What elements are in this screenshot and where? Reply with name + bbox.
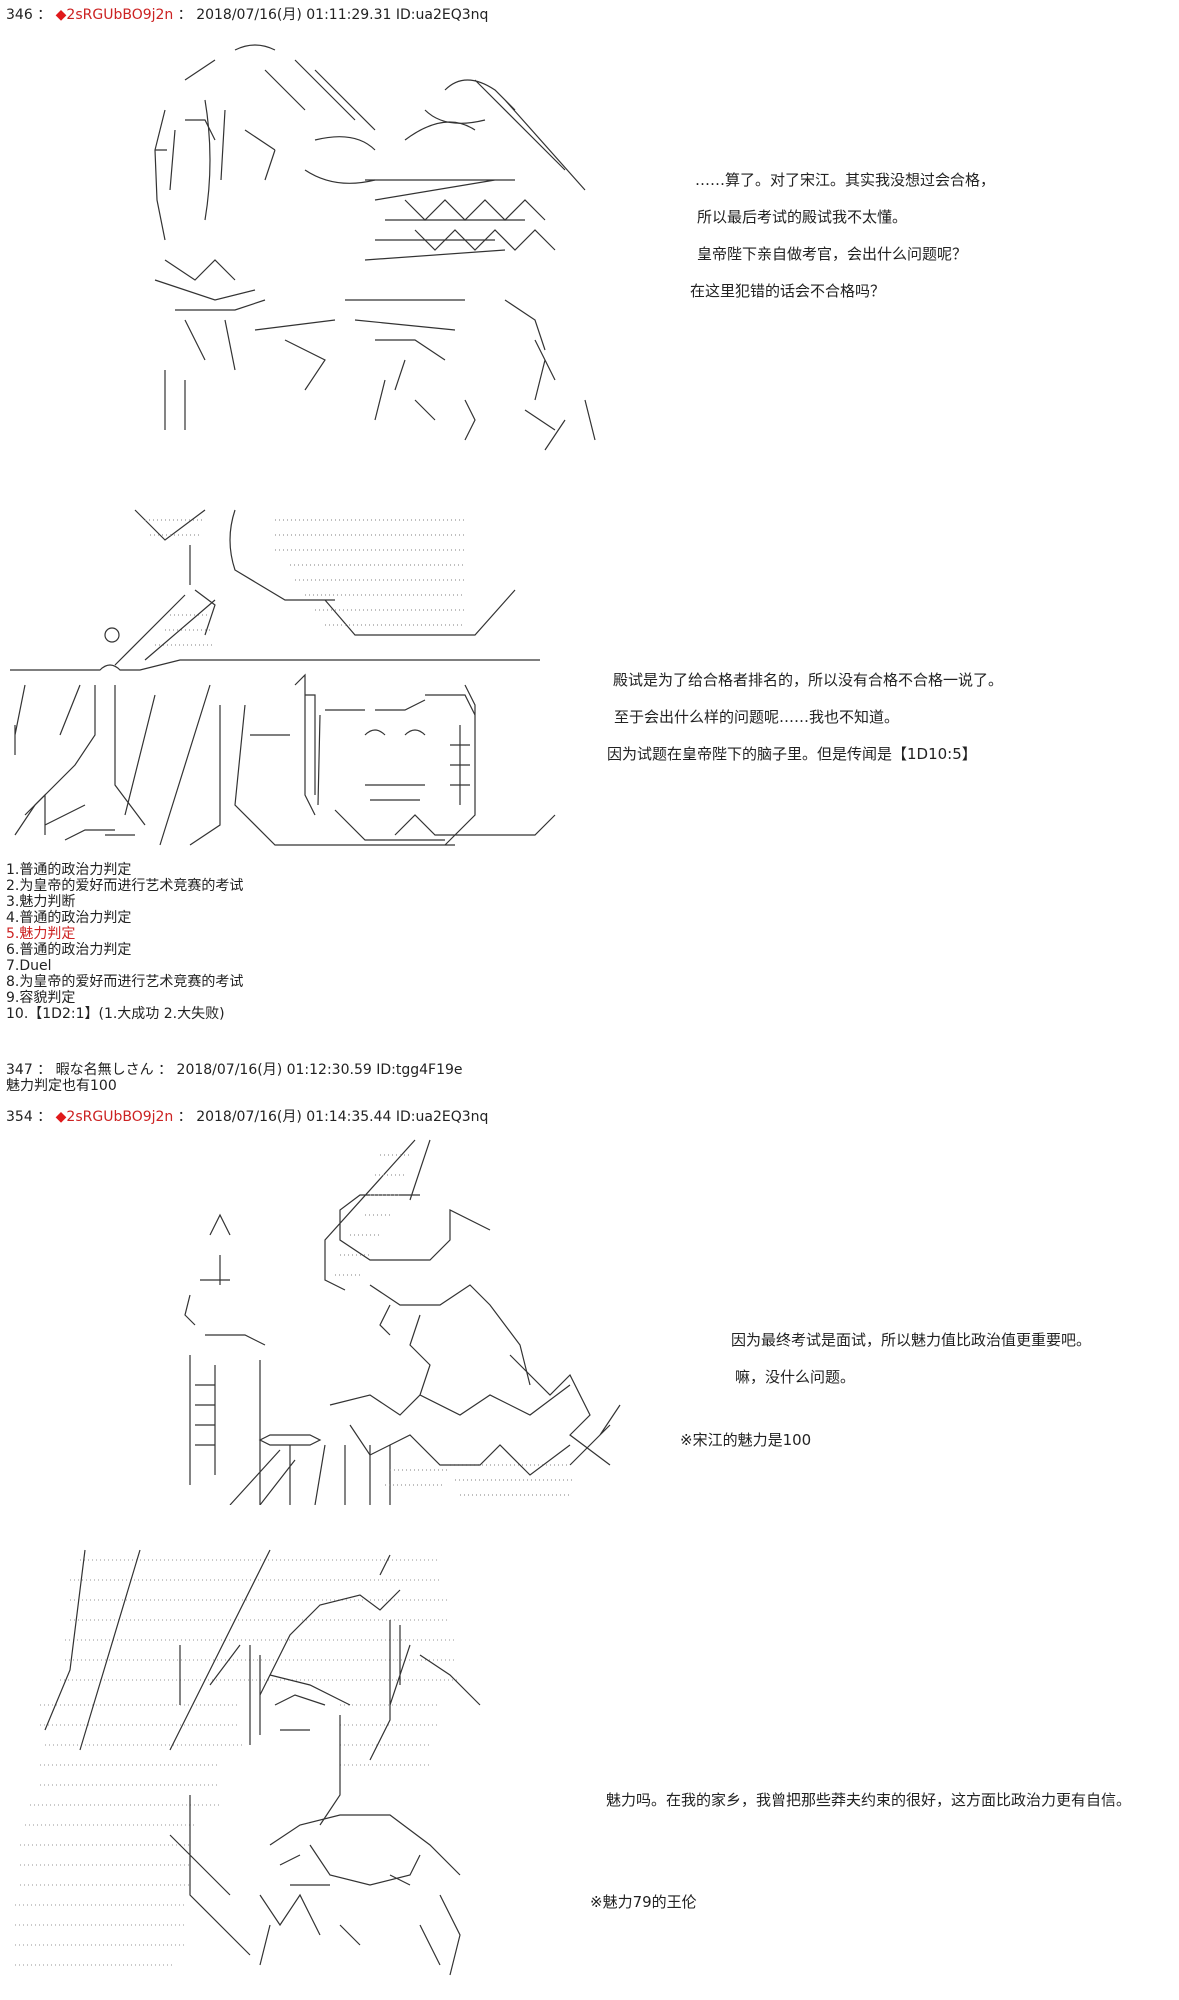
- separator: ：: [177, 7, 192, 23]
- post-date: 2018/07/16(月) 01:14:35.44: [196, 1109, 392, 1125]
- choice-item: 9.容貌判定: [6, 990, 76, 1006]
- ascii-art-two-characters: [145, 40, 615, 460]
- separator: ：: [37, 1109, 52, 1125]
- post-date: 2018/07/16(月) 01:11:29.31: [196, 7, 392, 23]
- panel-note: ※宋江的魅力是100: [680, 1431, 812, 1449]
- choice-item-selected: 5.魅力判定: [6, 926, 76, 942]
- post-number[interactable]: 347: [6, 1062, 33, 1078]
- post-header-347: 347 ： 暇な名無しさん ： 2018/07/16(月) 01:12:30.5…: [6, 1061, 463, 1079]
- choice-list: 1.普通的政治力判定 2.为皇帝的爱好而进行艺术竞赛的考试 3.魅力判断 4.普…: [6, 862, 243, 1022]
- separator: ：: [158, 1062, 173, 1078]
- dialogue-line: 在这里犯错的话会不合格吗？: [690, 282, 886, 300]
- dialogue-line: 所以最后考试的殿试我不太懂。: [697, 208, 908, 226]
- post-number[interactable]: 346: [6, 7, 33, 23]
- poster-name: 暇な名無しさん: [55, 1062, 154, 1078]
- post-number[interactable]: 354: [6, 1109, 33, 1125]
- choice-item: 10.【1D2:1】(1.大成功 2.大失败): [6, 1006, 225, 1022]
- dialogue-line: 因为最终考试是面试，所以魅力值比政治值更重要吧。: [731, 1331, 1092, 1349]
- dialogue-line: 魅力吗。在我的家乡，我曾把那些莽夫约束的很好，这方面比政治力更有自信。: [606, 1791, 1132, 1809]
- ascii-art-candle-scene: [170, 1135, 630, 1505]
- poster-id[interactable]: ID:ua2EQ3nq: [395, 7, 489, 23]
- dialogue-line: 殿试是为了给合格者排名的，所以没有合格不合格一说了。: [613, 671, 1004, 689]
- poster-id[interactable]: ID:tgg4F19e: [376, 1062, 463, 1078]
- dialogue-line: 至于会出什么样的问题呢……我也不知道。: [614, 708, 900, 726]
- post-header-354: 354 ： ◆2sRGUbBO9j2n ： 2018/07/16(月) 01:1…: [6, 1108, 488, 1126]
- dialogue-line: 嘛，没什么问题。: [735, 1368, 856, 1386]
- trip-diamond-icon: ◆: [55, 7, 67, 23]
- dialogue-line: 因为试题在皇帝陛下的脑子里。但是传闻是【1D10:5】: [607, 745, 977, 763]
- choice-item: 1.普通的政治力判定: [6, 862, 132, 878]
- post-date: 2018/07/16(月) 01:12:30.59: [176, 1062, 372, 1078]
- choice-item: 2.为皇帝的爱好而进行艺术竞赛的考试: [6, 878, 244, 894]
- dialogue-line: 皇帝陛下亲自做考官，会出什么问题呢？: [697, 245, 968, 263]
- poster-id[interactable]: ID:ua2EQ3nq: [395, 1109, 489, 1125]
- trip-diamond-icon: ◆: [55, 1109, 67, 1125]
- separator: ：: [37, 7, 52, 23]
- choice-item: 4.普通的政治力判定: [6, 910, 132, 926]
- choice-item: 3.魅力判断: [6, 894, 76, 910]
- separator: ：: [37, 1062, 52, 1078]
- choice-item: 8.为皇帝的爱好而进行艺术竞赛的考试: [6, 974, 244, 990]
- panel-note: ※魅力79的王伦: [590, 1893, 697, 1911]
- ascii-art-desk-scene: [5, 505, 565, 850]
- post-body: 魅力判定也有100: [6, 1078, 117, 1094]
- separator: ：: [177, 1109, 192, 1125]
- poster-name: 2sRGUbBO9j2n: [66, 7, 174, 23]
- choice-item: 6.普通的政治力判定: [6, 942, 132, 958]
- post-header-346: 346 ： ◆2sRGUbBO9j2n ： 2018/07/16(月) 01:1…: [6, 6, 488, 24]
- poster-name: 2sRGUbBO9j2n: [66, 1109, 174, 1125]
- ascii-art-portrait: [10, 1545, 510, 1985]
- dialogue-line: ……算了。对了宋江。其实我没想过会合格，: [695, 171, 996, 189]
- choice-item: 7.Duel: [6, 958, 52, 974]
